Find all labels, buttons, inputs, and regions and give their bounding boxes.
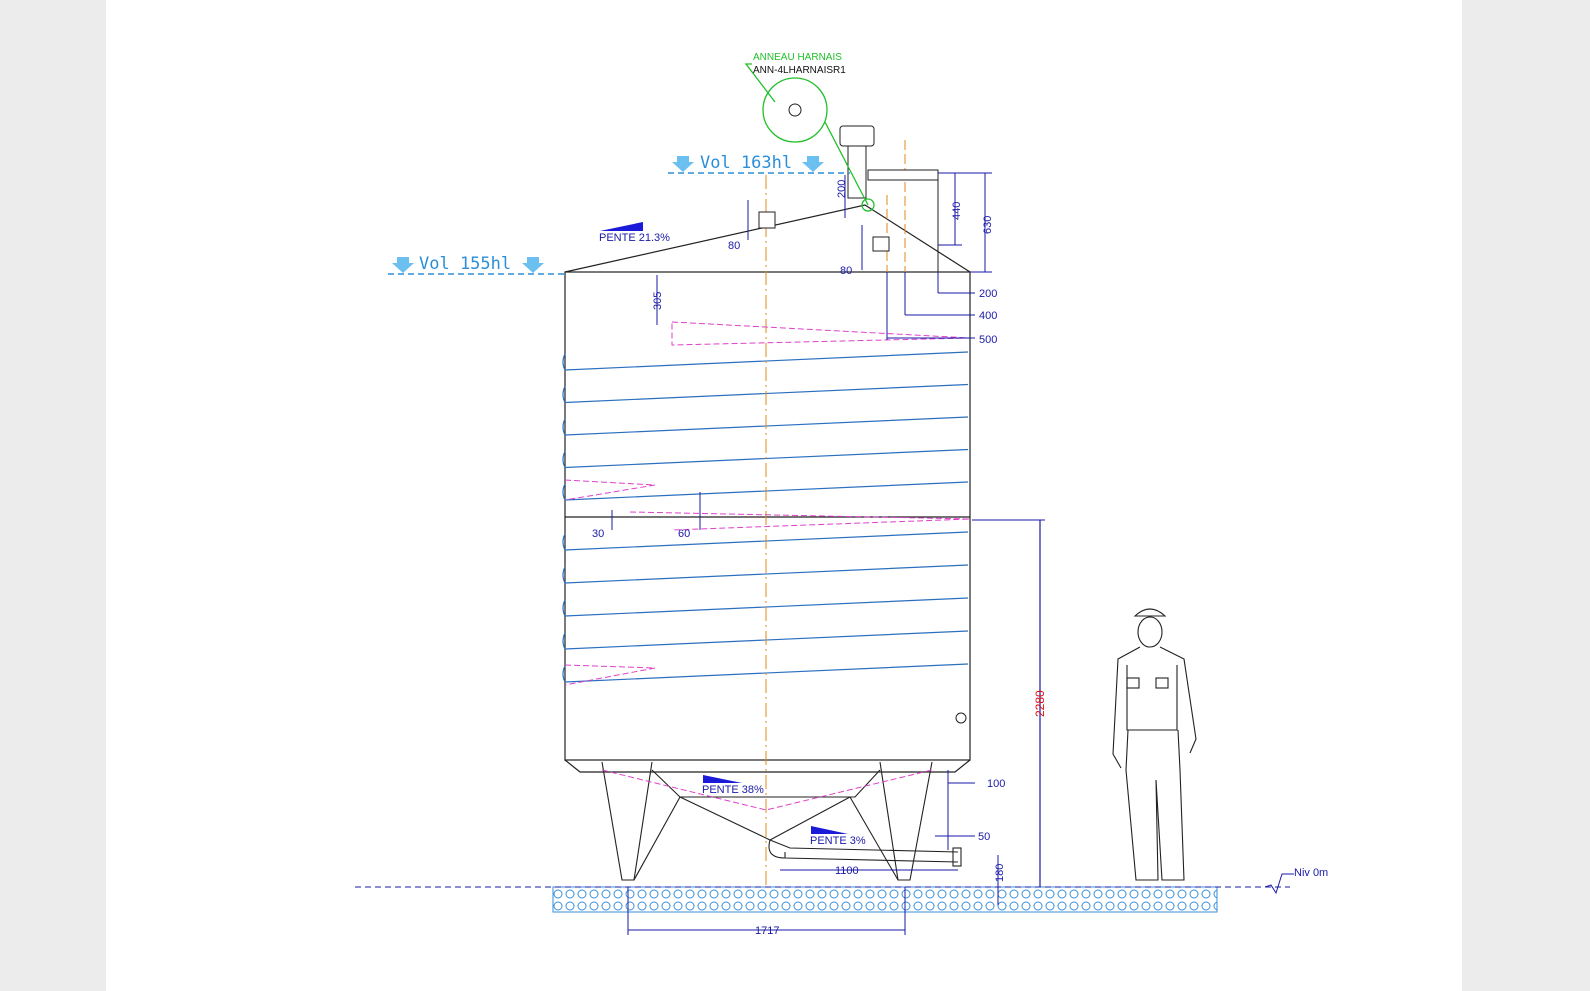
tank-body (564, 204, 971, 773)
arrow-down-icon (672, 156, 694, 172)
coil-turn (562, 564, 969, 584)
callout-title: ANNEAU HARNAIS (753, 52, 842, 63)
slope-outlet: PENTE 3% (810, 835, 866, 847)
manhole (867, 169, 939, 181)
dim-440: 440 (951, 202, 963, 220)
side-port (955, 712, 967, 724)
dim-500: 500 (979, 334, 997, 346)
dim-100: 100 (987, 778, 1005, 790)
ground-gravel (552, 886, 1218, 913)
level-check-icon (1264, 873, 1294, 895)
ground-level-label: Niv 0m (1294, 867, 1328, 879)
vent-cap (839, 125, 875, 147)
slope-triangle-icon (703, 775, 742, 783)
dim-30: 30 (592, 528, 604, 540)
dim-1717: 1717 (755, 925, 779, 937)
side-nozzle (872, 236, 890, 252)
legs-and-cone (601, 761, 962, 881)
dim-400: 400 (979, 310, 997, 322)
dim-630: 630 (982, 216, 994, 234)
dim-60: 60 (678, 528, 690, 540)
dim-180: 180 (994, 864, 1006, 882)
arrow-down-icon (522, 257, 544, 273)
dashed-pipes (564, 321, 971, 811)
top-nozzle (758, 211, 776, 229)
arrow-down-icon (802, 156, 824, 172)
harness-ring-callout (744, 63, 875, 212)
slope-triangle-icon (811, 826, 848, 834)
dim-80-right: 80 (840, 265, 852, 277)
slope-bottom: PENTE 38% (702, 784, 764, 796)
slope-roof: PENTE 21.3% (599, 232, 670, 244)
vol-163-label: Vol 163hl (700, 153, 792, 173)
slope-triangle-icon (600, 222, 643, 231)
dim-80-left: 80 (728, 240, 740, 252)
arrow-down-icon (392, 257, 414, 273)
dim-200: 200 (979, 288, 997, 300)
vent-pipe (847, 139, 867, 199)
callout-ref: ANN-4LHARNAISR1 (753, 65, 846, 76)
dim-50: 50 (978, 831, 990, 843)
vol-155-label: Vol 155hl (419, 254, 511, 274)
human-scale-figure (1112, 608, 1197, 881)
dim-1100: 1100 (835, 865, 859, 877)
dimension-lines (611, 172, 1045, 935)
drawing-sheet (106, 0, 1462, 991)
dim-200-top: 200 (836, 180, 848, 198)
dim-2280: 2280 (1033, 690, 1047, 717)
dim-305: 305 (652, 292, 664, 310)
